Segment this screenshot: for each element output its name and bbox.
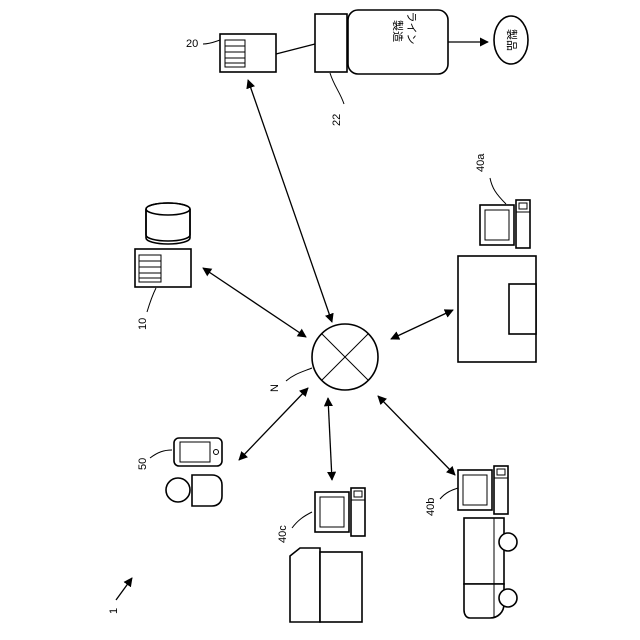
network-node — [312, 324, 378, 390]
label-network: N — [269, 384, 281, 392]
truck-icon — [464, 518, 517, 618]
user-group: 50 — [137, 438, 222, 506]
database-icon — [146, 203, 190, 244]
computer-icon-b — [458, 466, 508, 514]
smartphone-icon — [174, 438, 222, 466]
facility-a-box — [458, 256, 536, 362]
system-arrow — [116, 578, 132, 600]
arrow-network-user — [239, 388, 308, 460]
label-user-device: 50 — [137, 458, 149, 470]
arrow-network-terminal-b — [378, 396, 455, 475]
label-terminal-a: 40a — [475, 153, 487, 172]
label-system: 1 — [108, 608, 120, 614]
arrow-server-network — [203, 268, 306, 337]
arrow-network-terminal-c — [328, 398, 332, 480]
production-line-box: 製造 ライン — [348, 10, 448, 74]
label-server-db: 10 — [137, 318, 149, 330]
controller-box — [315, 14, 347, 72]
server-icon — [135, 249, 191, 287]
terminal-c-group: 40c — [277, 488, 365, 622]
factory-server-icon — [220, 34, 276, 72]
label-server-factory: 20 — [186, 38, 198, 50]
label-terminal-c: 40c — [277, 525, 289, 543]
server-db-group: 10 — [135, 203, 191, 330]
arrow-network-terminal-a — [391, 310, 453, 339]
product-label: 製品 — [505, 29, 519, 51]
arrow-factory-network — [248, 80, 332, 322]
person-icon — [166, 475, 222, 506]
production-line-label-1: 製造 — [391, 20, 405, 42]
label-controller: 22 — [331, 114, 343, 126]
terminal-a-group: 40a — [458, 153, 536, 362]
label-terminal-b: 40b — [425, 498, 437, 516]
product-ellipse: 製品 — [494, 16, 528, 64]
computer-icon-a — [480, 200, 530, 248]
computer-icon-c — [315, 488, 365, 536]
terminal-b-group: 40b — [425, 466, 517, 618]
facility-c-box — [290, 548, 362, 622]
production-line-label-2: ライン — [405, 12, 418, 45]
factory-server-group: 20 22 製造 ライン 製品 — [186, 10, 528, 126]
